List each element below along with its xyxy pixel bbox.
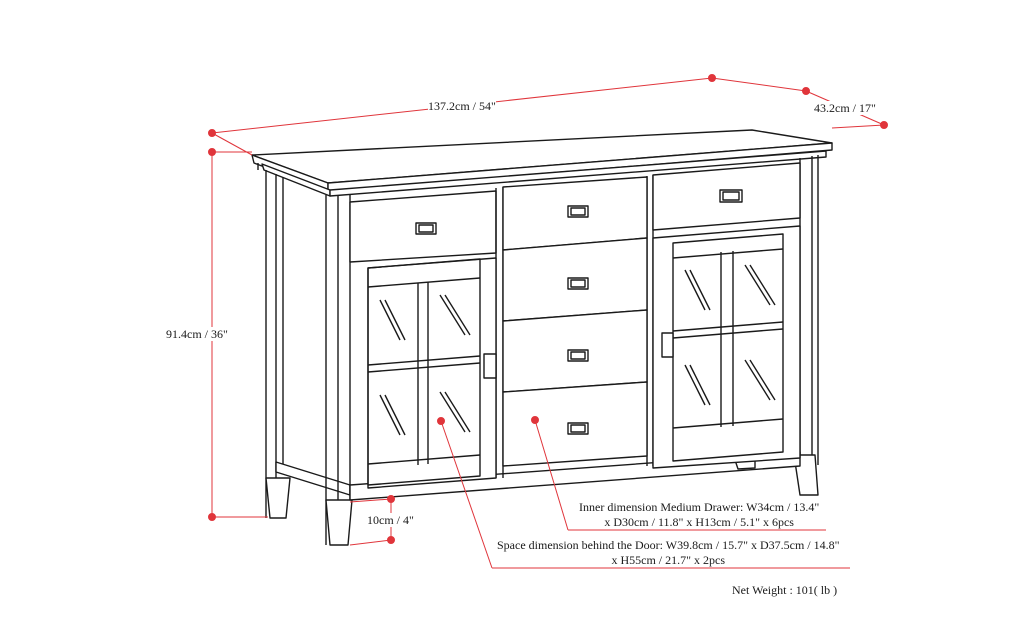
left-top-drawer [349,190,497,263]
front-left-leg [325,194,353,546]
right-glass-door [652,225,801,469]
cabinet-top [251,129,833,197]
door-note-line2: x H55cm / 21.7" x 2pcs [611,553,726,567]
leg-clearance-label: 10cm / 4" [367,513,414,527]
left-side-panel [265,170,351,519]
door-note-line1: Space dimension behind the Door: W39.8cm… [497,538,840,552]
drawer-dimension-note: Inner dimension Medium Drawer: W34cm / 1… [579,500,819,530]
depth-dimension-label: 43.2cm / 17" [814,101,876,115]
height-dimension-label: 91.4cm / 36" [166,327,228,341]
right-top-drawer [652,162,801,231]
door-space-note: Space dimension behind the Door: W39.8cm… [497,538,840,568]
dimension-lines [208,74,888,569]
width-dimension-label: 137.2cm / 54" [428,99,496,113]
left-glass-door [367,257,497,489]
drawer-note-line1: Inner dimension Medium Drawer: W34cm / 1… [579,500,820,514]
net-weight-label: Net Weight : 101( lb ) [732,583,838,597]
center-drawers [502,176,648,467]
drawer-note-line2: x D30cm / 11.8" x H13cm / 5.1" x 6pcs [604,515,794,529]
